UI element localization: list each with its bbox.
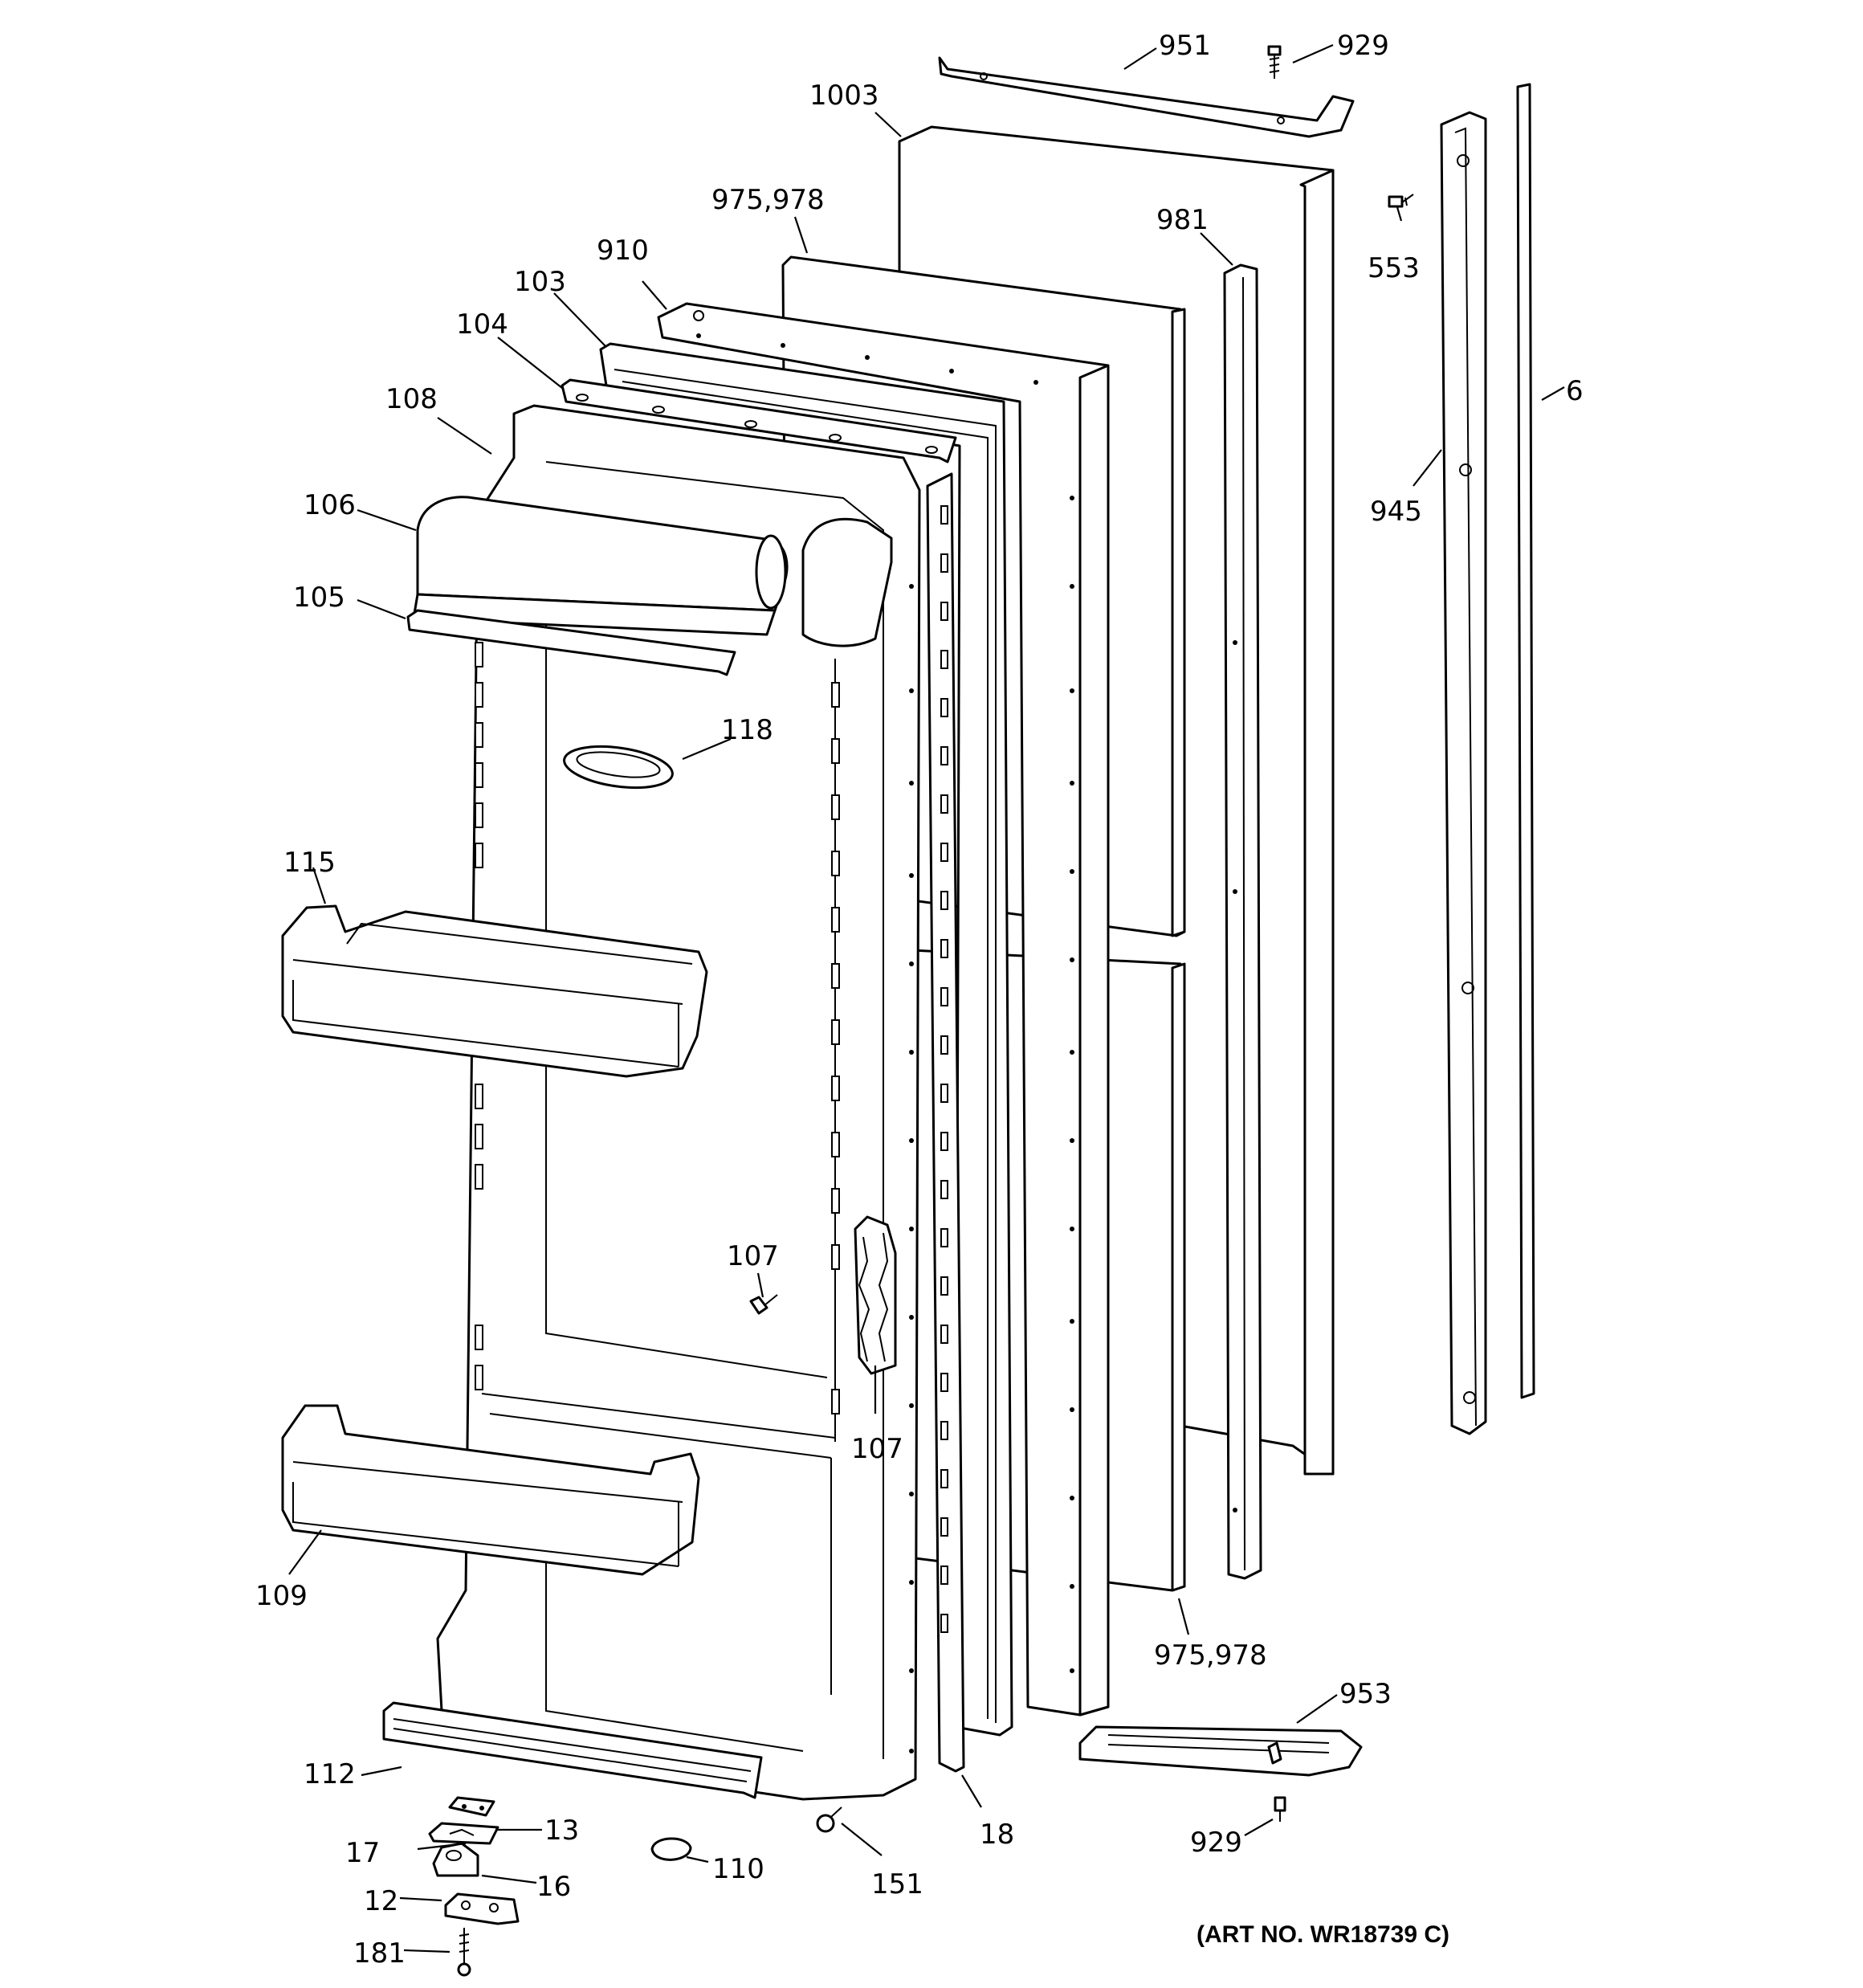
part-945-handle <box>1440 111 1487 1435</box>
part-110-plug <box>650 1837 692 1861</box>
part-18-gasket-strip <box>926 472 965 1773</box>
callout-1003: 1003 <box>809 80 879 112</box>
callout-112: 112 <box>304 1758 356 1790</box>
part-151-screw <box>816 1806 842 1833</box>
part-118-vent <box>563 745 674 790</box>
art-number: (ART NO. WR18739 C) <box>1196 1921 1449 1948</box>
callout-107-b: 107 <box>851 1433 903 1465</box>
part-929-top-screw <box>1267 45 1282 79</box>
callout-107-a: 107 <box>727 1240 779 1272</box>
leader-lines <box>288 43 1565 1953</box>
callout-18: 18 <box>980 1819 1014 1851</box>
callout-104: 104 <box>456 308 508 341</box>
callout-981: 981 <box>1156 204 1209 236</box>
part-16-bushing <box>432 1842 479 1877</box>
part-981-trim-strip <box>1223 263 1262 1580</box>
callout-181: 181 <box>353 1937 406 1970</box>
part-112-bottom-rail <box>382 1701 763 1799</box>
callout-109: 109 <box>255 1580 308 1612</box>
part-108-inner-door-liner <box>436 404 921 1801</box>
callout-13: 13 <box>544 1815 579 1847</box>
part-953-bottom-cap <box>1078 1725 1363 1777</box>
callout-151: 151 <box>871 1868 923 1900</box>
callout-945: 945 <box>1370 496 1422 528</box>
part-107-hinge-bracket <box>854 1215 897 1375</box>
callout-910: 910 <box>597 235 649 267</box>
part-109-lower-door-bin <box>281 1404 700 1576</box>
callout-975-978-bottom: 975,978 <box>1154 1639 1267 1672</box>
callout-103: 103 <box>514 266 566 298</box>
part-13-hinge-plate <box>448 1796 495 1817</box>
callout-106: 106 <box>304 489 356 521</box>
callout-929-bottom: 929 <box>1190 1827 1242 1859</box>
part-6-rod <box>1516 83 1535 1399</box>
part-104-gasket-retainer <box>561 378 957 463</box>
part-553-screw <box>1388 194 1414 208</box>
callout-17: 17 <box>345 1837 380 1869</box>
callout-12: 12 <box>364 1885 398 1917</box>
callout-6: 6 <box>1566 375 1584 407</box>
callout-16: 16 <box>536 1871 571 1903</box>
part-105-dairy-rail <box>406 609 736 676</box>
callout-975-978-top: 975,978 <box>711 184 825 216</box>
callout-953: 953 <box>1339 1678 1392 1710</box>
callout-108: 108 <box>385 383 438 415</box>
callout-118: 118 <box>721 714 773 746</box>
callout-951: 951 <box>1159 30 1211 62</box>
part-17-shim <box>428 1822 499 1845</box>
part-929-bottom-screw <box>1274 1796 1286 1822</box>
part-951-top-cap <box>938 56 1355 138</box>
callout-labels: 951 929 1003 975,978 981 553 910 103 104… <box>255 30 1584 1970</box>
part-910-door-body <box>657 302 1110 1717</box>
callout-105: 105 <box>293 582 345 614</box>
callout-110: 110 <box>712 1853 764 1885</box>
part-107-screw <box>749 1294 778 1315</box>
part-12-hinge <box>444 1892 520 1925</box>
callout-929-top: 929 <box>1337 30 1389 62</box>
callout-553: 553 <box>1368 252 1420 284</box>
callout-115: 115 <box>283 847 336 879</box>
part-115-door-bin <box>281 904 708 1078</box>
part-106-dairy-door <box>412 496 789 636</box>
part-181-screw <box>457 1928 471 1977</box>
